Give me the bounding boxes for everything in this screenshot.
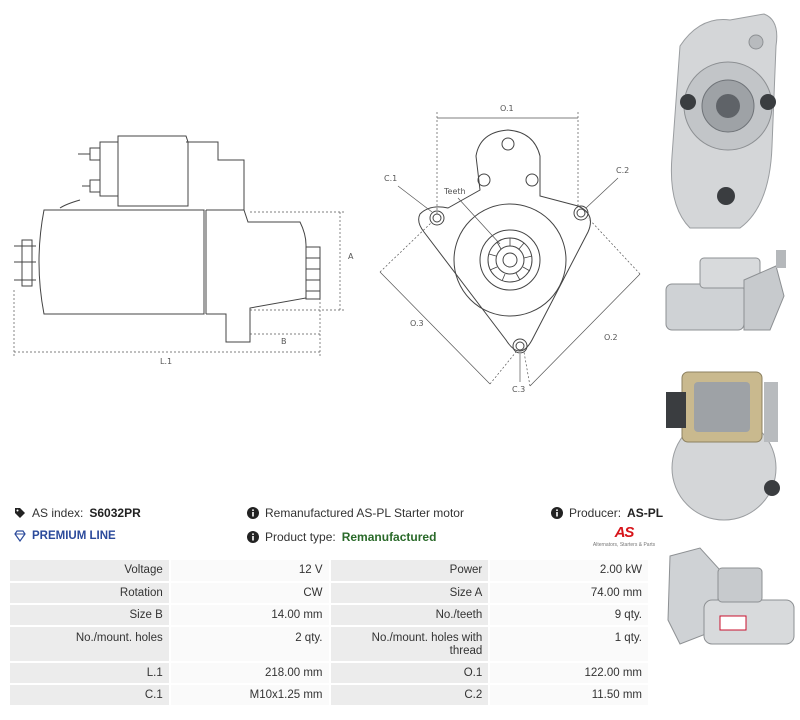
as-pl-logo: AS Alternators, Starters & Parts <box>588 524 660 554</box>
spec-value: 9 qty. <box>488 604 650 627</box>
dim-label-teeth: Teeth <box>443 187 466 196</box>
tag-icon <box>15 508 25 518</box>
spec-label: No./mount. holes with thread <box>329 626 490 663</box>
info-icon <box>247 507 259 519</box>
product-type-label: Product type: <box>265 530 336 544</box>
logo-subtitle: Alternators, Starters & Parts <box>592 542 656 548</box>
premium-line-label: PREMIUM LINE <box>32 530 116 542</box>
spec-value: 2 qty. <box>168 626 331 663</box>
producer: Producer: AS-PL <box>551 506 663 520</box>
spec-value: 12 V <box>168 560 331 583</box>
description: Remanufactured AS-PL Starter motor <box>247 506 464 520</box>
spec-value: CW <box>168 582 331 605</box>
specs-table: Voltage 12 V Power 2.00 kW Rotation CW S… <box>10 560 650 707</box>
spec-value: 122.00 mm <box>488 662 650 685</box>
table-row: C.1 M10x1.25 mm C.2 11.50 mm <box>10 684 650 707</box>
product-type: Product type: Remanufactured <box>247 530 436 544</box>
dim-label-a: A <box>348 252 354 261</box>
spec-value: 11.50 mm <box>488 684 650 707</box>
table-row: L.1 218.00 mm O.1 122.00 mm <box>10 662 650 685</box>
product-photos <box>660 0 800 660</box>
producer-value: AS-PL <box>627 506 664 520</box>
product-type-value: Remanufactured <box>341 530 437 544</box>
dim-label-o1: O.1 <box>500 104 514 113</box>
premium-line: PREMIUM LINE <box>14 530 116 542</box>
dim-label-l1: L.1 <box>160 357 172 366</box>
technical-drawing: A B L.1 <box>13 104 641 394</box>
spec-label: No./mount. holes <box>10 626 170 663</box>
front-view-drawing <box>418 129 591 354</box>
spec-value: 1 qty. <box>488 626 650 663</box>
spec-label: Rotation <box>10 582 170 605</box>
as-index-value: S6032PR <box>89 506 141 520</box>
product-photo-rear <box>666 371 780 521</box>
spec-label: Power <box>329 560 490 583</box>
spec-value: M10x1.25 mm <box>168 684 331 707</box>
spec-value: 218.00 mm <box>168 662 331 685</box>
product-photo-side <box>665 250 786 331</box>
dim-label-c1: C.1 <box>384 174 397 183</box>
table-row: Size B 14.00 mm No./teeth 9 qty. <box>10 604 650 627</box>
product-photo-angle <box>667 547 795 645</box>
spec-label: C.2 <box>329 684 490 707</box>
dim-label-c3: C.3 <box>512 385 525 394</box>
diamond-icon <box>14 530 26 542</box>
side-view-drawing <box>14 135 321 343</box>
front-view-dimensions <box>379 112 641 387</box>
table-row: No./mount. holes 2 qty. No./mount. holes… <box>10 626 650 663</box>
dim-label-c2: C.2 <box>616 166 629 175</box>
pinion-teeth <box>488 238 533 282</box>
spec-value: 74.00 mm <box>488 582 650 605</box>
side-view-dimensions <box>13 211 346 356</box>
spec-label: Voltage <box>10 560 170 583</box>
product-info: AS index: S6032PR PREMIUM LINE Remanufac… <box>14 504 663 554</box>
producer-label: Producer: <box>569 506 622 520</box>
as-index-label: AS index: <box>32 506 84 520</box>
info-icon <box>247 531 259 543</box>
spec-label: L.1 <box>10 662 170 685</box>
product-photo-front <box>670 13 778 229</box>
dim-label-o3: O.3 <box>410 319 424 328</box>
table-row: Voltage 12 V Power 2.00 kW <box>10 560 650 583</box>
spec-label: No./teeth <box>329 604 490 627</box>
dim-label-o2: O.2 <box>604 333 618 342</box>
as-index: AS index: S6032PR <box>14 506 141 520</box>
spec-label: Size B <box>10 604 170 627</box>
logo-mark: AS <box>614 524 635 541</box>
info-icon <box>551 507 563 519</box>
spec-label: C.1 <box>10 684 170 707</box>
spec-label: O.1 <box>329 662 490 685</box>
spec-value: 2.00 kW <box>488 560 650 583</box>
spec-label: Size A <box>329 582 490 605</box>
table-row: Rotation CW Size A 74.00 mm <box>10 582 650 605</box>
dim-label-b: B <box>281 337 287 346</box>
description-text: Remanufactured AS-PL Starter motor <box>265 506 464 520</box>
spec-value: 14.00 mm <box>168 604 331 627</box>
